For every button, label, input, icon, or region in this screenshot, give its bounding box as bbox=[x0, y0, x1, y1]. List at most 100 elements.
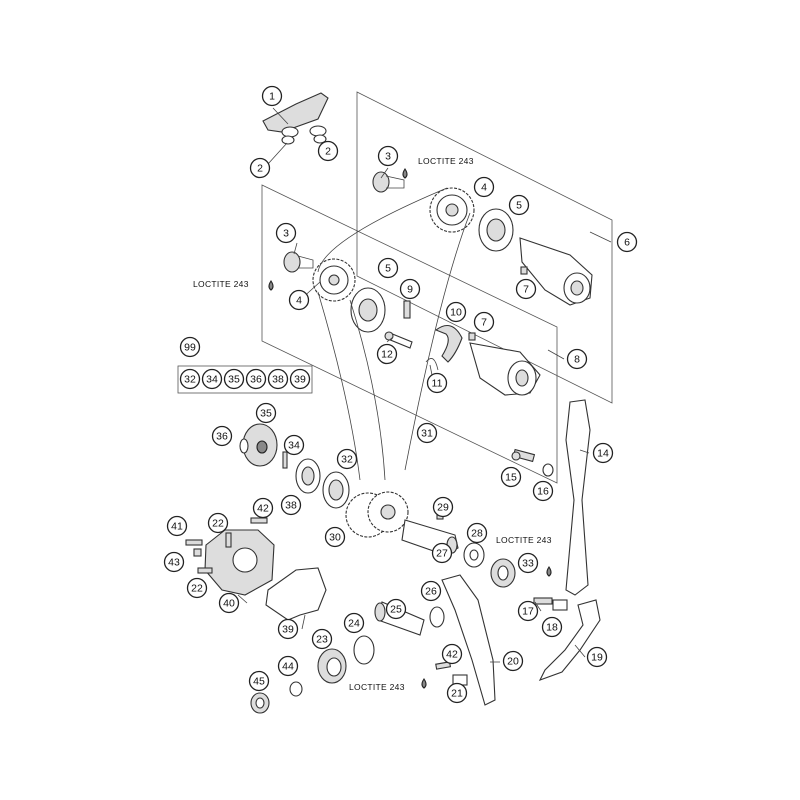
camshaft-group-8-frame bbox=[261, 184, 558, 484]
callout-3: 3 bbox=[275, 222, 297, 244]
callout-11: 11 bbox=[426, 372, 448, 394]
callout-32: 32 bbox=[336, 448, 358, 470]
callout-9: 9 bbox=[399, 278, 421, 300]
callout-circle bbox=[473, 311, 495, 333]
callout-circle bbox=[508, 194, 530, 216]
callout-17: 17 bbox=[517, 600, 539, 622]
part-28-washer bbox=[463, 542, 485, 568]
callout-circle bbox=[317, 140, 339, 162]
callout-8: 8 bbox=[566, 348, 588, 370]
loctite-note: LOCTITE 243 bbox=[349, 682, 405, 692]
callout-circle bbox=[166, 515, 188, 537]
callout-number: 26 bbox=[425, 586, 437, 598]
loctite-drop bbox=[421, 678, 427, 689]
callout-7: 7 bbox=[515, 278, 537, 300]
callout-33: 33 bbox=[517, 552, 539, 574]
part-20-tensioner-rail bbox=[441, 574, 496, 706]
callout-circle bbox=[420, 580, 442, 602]
lower-bolt-3 bbox=[283, 251, 314, 273]
callout-number: 36 bbox=[250, 374, 262, 386]
callout-circle bbox=[277, 618, 299, 640]
callout-circle bbox=[377, 257, 399, 279]
callout-number: 9 bbox=[407, 284, 413, 296]
callout-number: 38 bbox=[285, 500, 297, 512]
callout-25: 25 bbox=[385, 598, 407, 620]
callout-14: 14 bbox=[592, 442, 614, 464]
callout-number: 12 bbox=[381, 349, 393, 361]
callout-number: 36 bbox=[216, 431, 228, 443]
callout-circle bbox=[324, 526, 346, 548]
callout-36: 36 bbox=[245, 368, 267, 390]
callout-number: 16 bbox=[537, 486, 549, 498]
spring-10 bbox=[434, 324, 463, 363]
callout-31: 31 bbox=[416, 422, 438, 444]
callout-number: 7 bbox=[481, 317, 487, 329]
callout-number: 10 bbox=[450, 307, 462, 319]
part-38-bearing bbox=[295, 458, 321, 494]
callout-circle bbox=[416, 422, 438, 444]
callout-16: 16 bbox=[532, 480, 554, 502]
callout-circle bbox=[376, 343, 398, 365]
callout-number: 3 bbox=[283, 228, 289, 240]
callout-circle bbox=[515, 278, 537, 300]
callout-22: 22 bbox=[207, 512, 229, 534]
clip-11 bbox=[425, 358, 439, 371]
callout-34: 34 bbox=[283, 434, 305, 456]
callout-circle bbox=[283, 434, 305, 456]
part-17-bolt bbox=[533, 597, 553, 605]
callout-21: 21 bbox=[446, 682, 468, 704]
callout-number: 38 bbox=[272, 374, 284, 386]
callout-circle bbox=[532, 480, 554, 502]
callout-3: 3 bbox=[377, 145, 399, 167]
callout-number: 44 bbox=[282, 661, 294, 673]
callout-number: 42 bbox=[446, 649, 458, 661]
callout-42: 42 bbox=[441, 643, 463, 665]
part-22-bolt bbox=[225, 532, 232, 548]
part-42-bolt bbox=[250, 517, 268, 524]
callout-29: 29 bbox=[432, 496, 454, 518]
callout-number: 18 bbox=[546, 622, 558, 634]
callout-20: 20 bbox=[502, 650, 524, 672]
callout-number: 33 bbox=[522, 558, 534, 570]
callout-40: 40 bbox=[218, 592, 240, 614]
callout-number: 39 bbox=[282, 624, 294, 636]
callout-number: 19 bbox=[591, 652, 603, 664]
callout-28: 28 bbox=[466, 522, 488, 544]
loctite-drop bbox=[268, 280, 274, 291]
part-45-seal bbox=[250, 692, 270, 714]
part-33-needle-bearing bbox=[490, 558, 516, 588]
callout-circle bbox=[541, 616, 563, 638]
callout-number: 21 bbox=[451, 688, 463, 700]
callout-circle bbox=[377, 145, 399, 167]
annotation-layer: LOCTITE 243 LOCTITE 243 LOCTITE 243 LOCT… bbox=[193, 156, 551, 692]
callout-number: 34 bbox=[206, 374, 218, 386]
callout-circle bbox=[248, 670, 270, 692]
callout-43: 43 bbox=[163, 551, 185, 573]
callout-number: 22 bbox=[191, 583, 203, 595]
callout-circle bbox=[426, 372, 448, 394]
callout-number: 20 bbox=[507, 656, 519, 668]
callout-circle bbox=[586, 646, 608, 668]
part-22-bolt bbox=[197, 567, 213, 574]
callout-circle bbox=[163, 551, 185, 573]
callout-23: 23 bbox=[311, 628, 333, 650]
callout-number: 5 bbox=[385, 263, 391, 275]
callout-number: 35 bbox=[228, 374, 240, 386]
callout-2: 2 bbox=[317, 140, 339, 162]
part-39-gasket bbox=[265, 567, 327, 621]
callout-1: 1 bbox=[261, 85, 283, 107]
part-18-sleeve bbox=[552, 599, 568, 611]
callout-number: 2 bbox=[257, 163, 263, 175]
upper-camshaft bbox=[519, 237, 593, 306]
callout-circle bbox=[211, 425, 233, 447]
callout-circle bbox=[207, 512, 229, 534]
callout-circle bbox=[432, 496, 454, 518]
callout-circle bbox=[186, 577, 208, 599]
callout-number: 17 bbox=[522, 606, 534, 618]
callout-number: 43 bbox=[168, 557, 180, 569]
callout-circle bbox=[446, 682, 468, 704]
part-43-washer bbox=[193, 548, 202, 557]
part-2-grommet bbox=[281, 135, 295, 145]
callout-number: 3 bbox=[385, 151, 391, 163]
lower-camshaft bbox=[468, 332, 541, 396]
